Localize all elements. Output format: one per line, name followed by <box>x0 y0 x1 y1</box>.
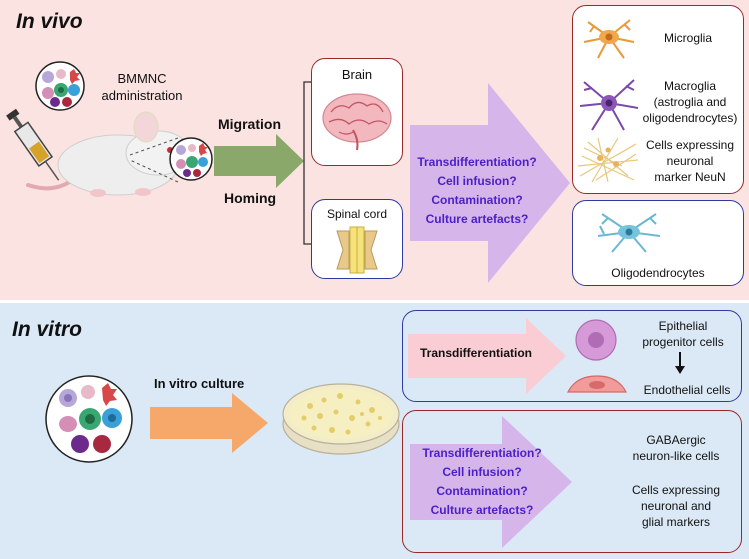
in-vivo-outcomes-box <box>572 5 744 194</box>
oligodendrocytes-box <box>572 200 744 286</box>
neun-line2: neuronal <box>666 154 714 168</box>
markers-line1: Cells expressing <box>631 483 721 497</box>
neun-label: Cells expressing neuronal marker NeuN <box>640 137 740 185</box>
in-vitro-culture-label: In vitro culture <box>154 376 245 391</box>
epithelial-line1: Epithelial <box>658 319 708 333</box>
epithelial-line2: progenitor cells <box>642 335 724 349</box>
vitro-question-cell-infusion: Cell infusion? <box>442 465 522 479</box>
bmmnc-cells-icon <box>35 61 85 111</box>
in-vitro-questions: Transdifferentiation? Cell infusion? Con… <box>404 444 560 520</box>
microglia-icon <box>583 19 635 59</box>
question-cell-infusion: Cell infusion? <box>437 174 517 188</box>
target-bracket <box>303 81 311 245</box>
homing-label: Homing <box>224 190 277 206</box>
down-arrow-icon <box>675 352 685 374</box>
panel-divider <box>0 300 749 303</box>
macroglia-label: Macroglia (astroglia and oligodendrocyte… <box>640 78 740 126</box>
petri-dish-icon <box>282 383 400 455</box>
brain-label: Brain <box>341 67 373 82</box>
in-vivo-question-arrow <box>410 83 570 283</box>
in-vivo-questions: Transdifferentiation? Cell infusion? Con… <box>402 153 552 229</box>
gaba-line2: neuron-like cells <box>632 449 720 463</box>
microglia-label: Microglia <box>640 30 736 46</box>
spinal-cord-icon <box>336 226 378 274</box>
bmmnc-administration-label: BMMNC administration <box>92 70 192 104</box>
endothelial-cell-icon <box>567 375 627 393</box>
zoom-dashed-lines <box>129 137 179 183</box>
macroglia-line1: Macroglia <box>663 79 717 93</box>
in-vitro-cells-icon <box>45 375 133 463</box>
neun-line3: marker NeuN <box>654 170 726 184</box>
markers-line2: neuronal and <box>640 499 712 513</box>
macroglia-icon <box>579 79 639 131</box>
bmmnc-label-line2: administration <box>101 88 183 103</box>
bmmnc-label-line1: BMMNC <box>117 71 167 86</box>
vitro-question-transdifferentiation: Transdifferentiation? <box>422 446 542 460</box>
migration-arrow <box>214 134 304 188</box>
question-contamination: Contamination? <box>431 193 523 207</box>
syringe-icon <box>6 108 60 181</box>
question-culture-artefacts: Culture artefacts? <box>425 212 529 226</box>
markers-line3: glial markers <box>641 515 710 529</box>
markers-label: Cells expressing neuronal and glial mark… <box>612 482 740 530</box>
vitro-question-culture-artefacts: Culture artefacts? <box>430 503 534 517</box>
transdifferentiation-label: Transdifferentiation <box>420 346 533 360</box>
oligodendrocytes-label: Oligodendrocytes <box>611 266 705 280</box>
gaba-line1: GABAergic <box>646 433 706 447</box>
epithelial-cell-icon <box>575 319 617 361</box>
in-vivo-title: In vivo <box>16 10 83 33</box>
macroglia-line3: oligodendrocytes) <box>642 111 738 125</box>
oligodendrocyte-icon <box>597 213 661 253</box>
brain-icon <box>322 93 392 151</box>
epithelial-label: Epithelial progenitor cells <box>628 318 738 350</box>
migration-label: Migration <box>218 116 281 132</box>
microglia-line: Microglia <box>663 31 712 45</box>
vitro-question-contamination: Contamination? <box>436 484 528 498</box>
spinal-cord-label: Spinal cord <box>326 207 388 221</box>
macroglia-line2: (astroglia and <box>653 95 727 109</box>
culture-arrow <box>150 393 268 453</box>
injected-cells-icon <box>169 137 213 181</box>
question-transdifferentiation: Transdifferentiation? <box>417 155 537 169</box>
gaba-label: GABAergic neuron-like cells <box>612 432 740 464</box>
in-vitro-question-arrow <box>410 416 572 548</box>
in-vitro-title: In vitro <box>12 318 83 341</box>
transdifferentiation-arrow <box>408 318 566 394</box>
neun-line1: Cells expressing <box>645 138 735 152</box>
endothelial-label: Endothelial cells <box>643 383 731 397</box>
neun-cells-icon <box>578 137 638 183</box>
